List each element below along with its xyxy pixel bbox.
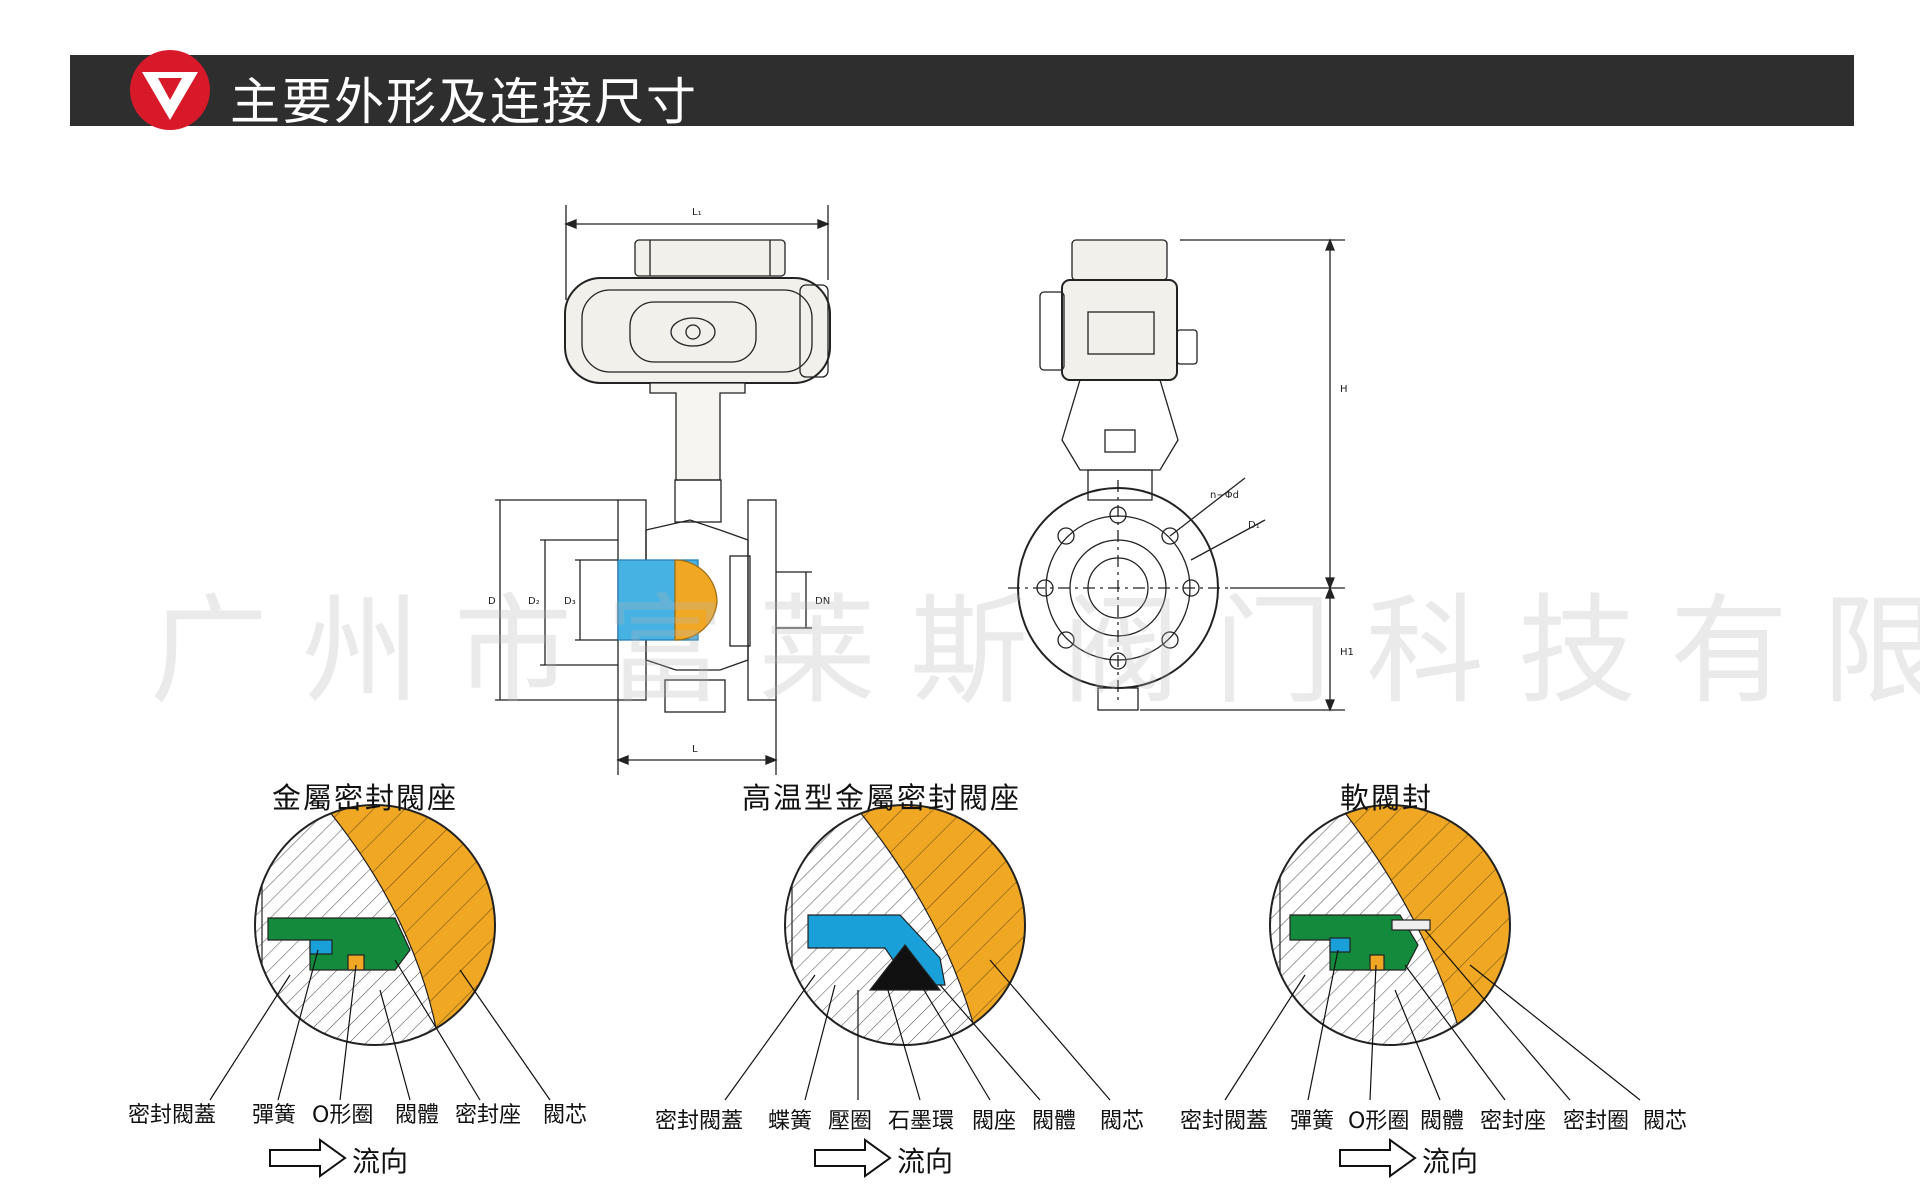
flow-arrows	[269, 1138, 1417, 1178]
detail-soft-seal	[1270, 805, 1510, 1045]
detail-2-leaders	[724, 959, 1111, 1101]
flow-label-3: 流向	[1422, 1145, 1479, 1178]
label-3-5: 密封座	[1480, 1109, 1547, 1134]
detail-metal-seat	[255, 805, 495, 1045]
label-3-3: O形圈	[1348, 1109, 1410, 1134]
label-1-1: 密封閥蓋	[128, 1103, 217, 1128]
label-3-7: 閥芯	[1643, 1109, 1688, 1134]
dim-bolt: n−Φd	[1210, 490, 1239, 501]
flow-arrow-icon-2	[814, 1138, 892, 1178]
label-1-4: 閥體	[395, 1103, 440, 1128]
side-view	[1008, 238, 1345, 712]
label-1-2: 彈簧	[252, 1103, 297, 1128]
dim-D2: D₂	[528, 596, 540, 607]
label-1-6: 閥芯	[543, 1103, 588, 1128]
label-3-4: 閥體	[1420, 1109, 1465, 1134]
label-2-1: 密封閥蓋	[655, 1109, 744, 1134]
dim-H: H	[1340, 384, 1348, 395]
label-3-2: 彈簧	[1290, 1109, 1335, 1134]
flow-arrow-icon-1	[269, 1138, 347, 1178]
section-title-2: 高温型金屬密封閥座	[742, 781, 1022, 815]
label-2-2: 蝶簧	[768, 1109, 813, 1134]
dim-L1: L₁	[692, 207, 702, 218]
dim-L: L	[692, 744, 698, 755]
detail-1-leaders	[209, 949, 551, 1101]
dim-H1: H1	[1340, 647, 1354, 658]
header-bar	[70, 55, 1854, 126]
label-3-6: 密封圈	[1563, 1109, 1630, 1134]
section-title-1: 金屬密封閥座	[272, 781, 459, 815]
label-2-3: 壓圈	[828, 1109, 873, 1134]
front-view	[495, 205, 831, 775]
detail-high-temp-seat	[785, 805, 1025, 1045]
dim-D1: D₁	[1248, 520, 1260, 531]
flow-label-2: 流向	[897, 1145, 954, 1178]
label-3-1: 密封閥蓋	[1180, 1109, 1269, 1134]
flow-label-1: 流向	[352, 1145, 409, 1178]
brand-logo-icon	[130, 50, 210, 130]
label-2-4: 石墨環	[888, 1109, 955, 1134]
dim-DN: DN	[815, 596, 830, 607]
page-title: 主要外形及连接尺寸	[230, 73, 698, 131]
label-2-5: 閥座	[972, 1109, 1017, 1134]
detail-3-leaders	[1224, 929, 1641, 1101]
dim-D: D	[488, 596, 496, 607]
label-2-6: 閥體	[1032, 1109, 1077, 1134]
label-2-7: 閥芯	[1100, 1109, 1145, 1134]
flow-arrow-icon-3	[1339, 1138, 1417, 1178]
section-title-3: 軟閥封	[1340, 781, 1434, 815]
dim-D3: D₃	[564, 596, 576, 607]
label-1-3: O形圈	[312, 1103, 374, 1128]
label-1-5: 密封座	[455, 1103, 522, 1128]
